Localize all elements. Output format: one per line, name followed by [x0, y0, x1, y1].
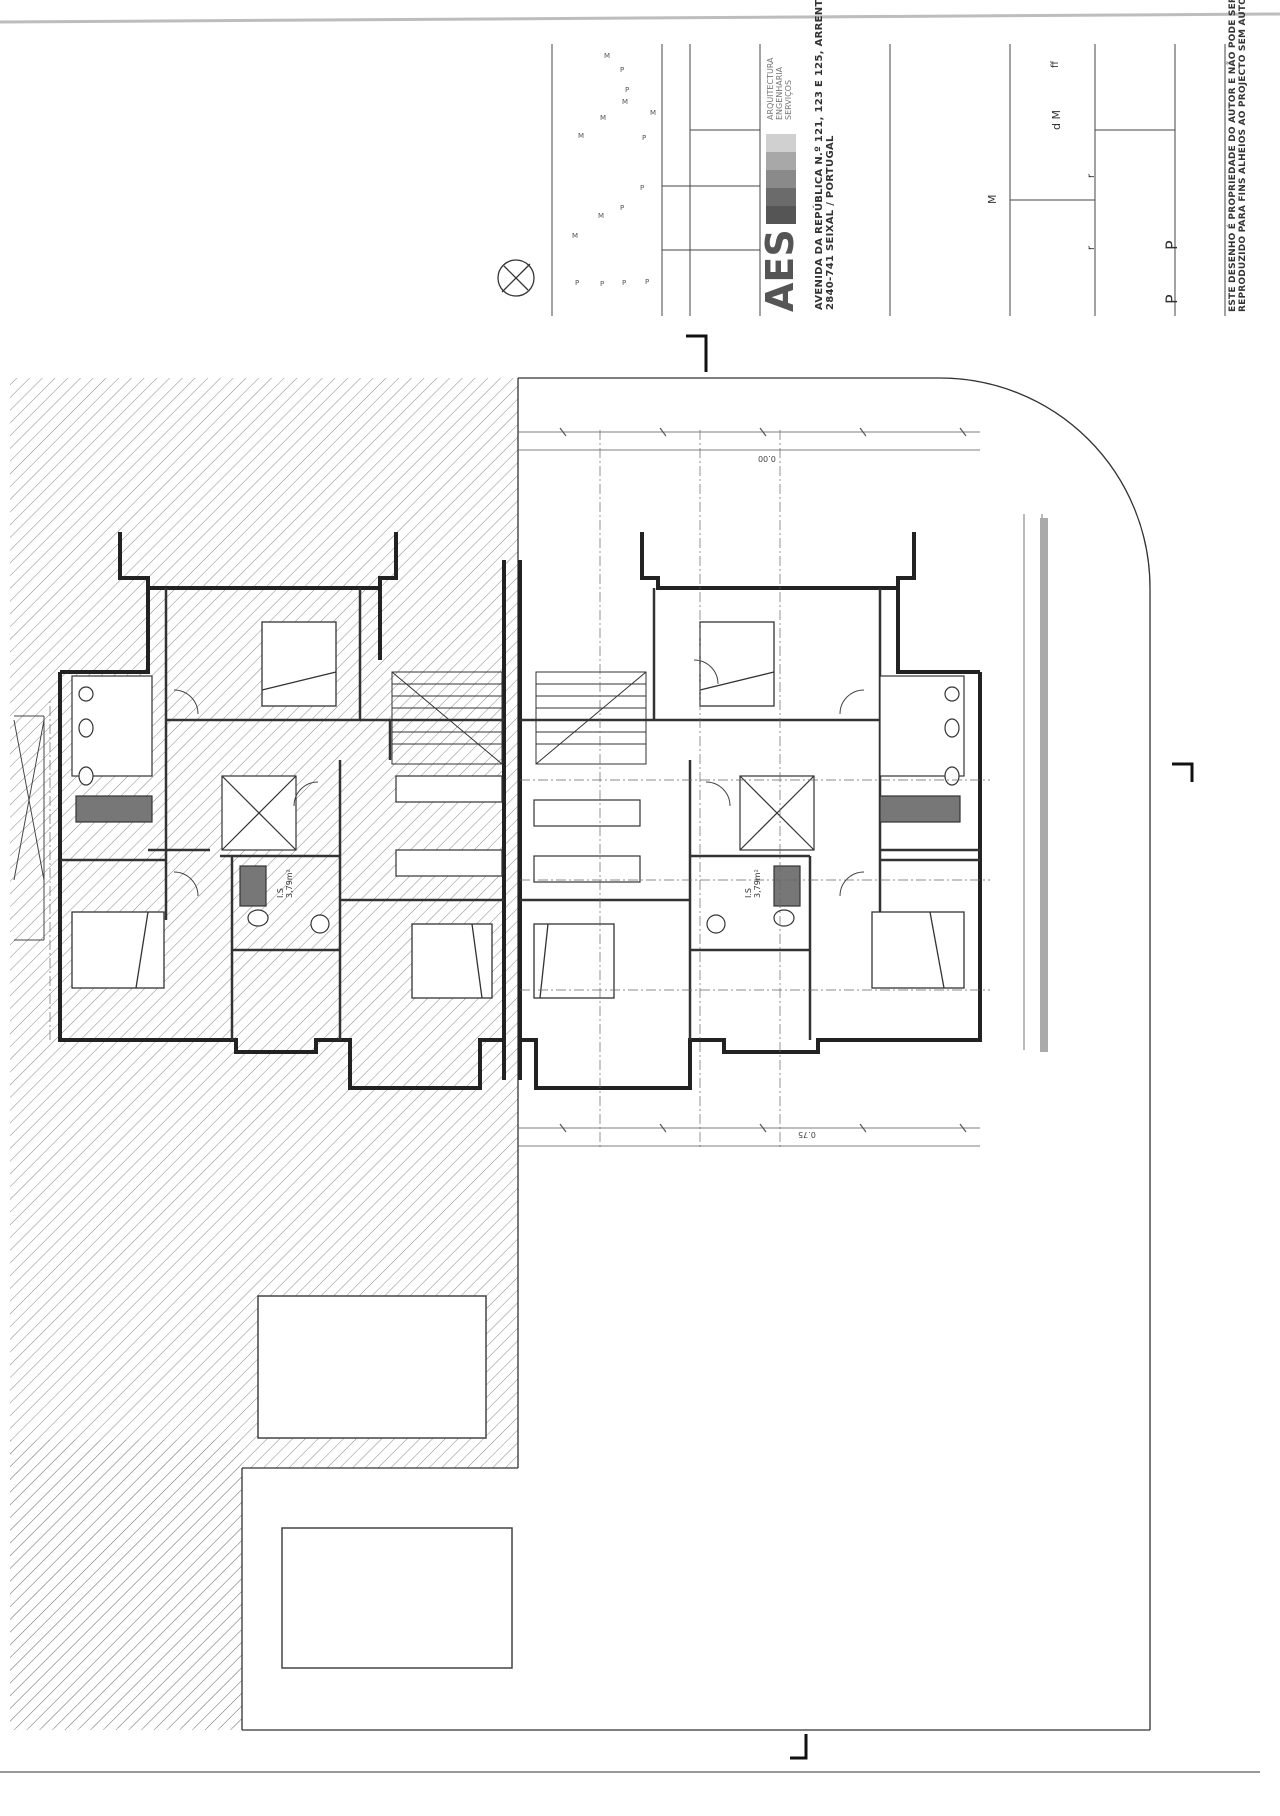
hatched-plot-lower: [10, 1440, 242, 1730]
left-edge-opening: [13, 715, 45, 941]
svg-text:P: P: [645, 278, 649, 286]
logo-subtitle-line: ARQUITECTURA: [766, 57, 775, 120]
svg-text:P: P: [600, 280, 604, 288]
field-mark: d M: [1050, 110, 1063, 130]
logo-swatches: [766, 134, 796, 224]
logo-subtitle-line: SERVIÇOS: [784, 79, 793, 120]
notice-line-1: ESTE DESENHO É PROPRIEDADE DO AUTOR E NÃ…: [1228, 0, 1238, 312]
door-swings: [173, 659, 865, 897]
svg-text:P: P: [575, 279, 579, 287]
planter-block: [257, 1295, 487, 1439]
stairs: [391, 671, 647, 765]
beds: [71, 621, 965, 999]
logo-subtitle: ARQUITECTURA ENGENHARIA SERVIÇOS: [766, 57, 793, 120]
room-label-text: I.S: [744, 888, 753, 898]
svg-text:P: P: [642, 134, 646, 142]
dimension-label-bottom: 0.75: [798, 1130, 816, 1139]
field-mark: M: [986, 194, 999, 205]
svg-text:M: M: [578, 132, 584, 140]
elevation-bar: [1040, 518, 1048, 1052]
company-address: AVENIDA DA REPÚBLICA N.º 121, 123 E 125,…: [814, 0, 836, 310]
svg-text:P: P: [625, 86, 629, 94]
svg-text:M: M: [622, 98, 628, 106]
room-label-area: 3,79m²: [753, 869, 762, 898]
svg-text:M: M: [598, 212, 604, 220]
copyright-notice: ESTE DESENHO É PROPRIEDADE DO AUTOR E NÃ…: [1228, 0, 1248, 312]
north-arrow-icon: [497, 259, 535, 297]
dimension-label-top: 0.00: [758, 454, 776, 463]
field-mark: P: [1162, 240, 1181, 250]
company-logo: AES: [758, 229, 802, 312]
svg-text:M: M: [572, 232, 578, 240]
svg-text:M: M: [604, 52, 610, 60]
section-markers: [686, 334, 1194, 1760]
svg-text:P: P: [622, 279, 626, 287]
svg-text:P: P: [620, 66, 624, 74]
building-walls: [58, 532, 982, 1090]
address-line-2: 2840-741 SEIXAL / PORTUGAL: [825, 135, 836, 310]
room-label-text: I.S: [276, 888, 285, 898]
bathroom-fixtures: [71, 675, 965, 934]
logo-subtitle-line: ENGENHARIA: [775, 66, 784, 120]
address-line-1: AVENIDA DA REPÚBLICA N.º 121, 123 E 125,…: [814, 0, 825, 310]
svg-text:P: P: [620, 204, 624, 212]
svg-text:M: M: [600, 114, 606, 122]
svg-text:M: M: [650, 109, 656, 117]
shafts: [221, 775, 815, 883]
room-label-area: 3,79m²: [285, 869, 294, 898]
sheet-top-edge: [0, 12, 1280, 24]
field-mark: r: [1086, 245, 1097, 250]
field-mark: ff: [1050, 61, 1061, 68]
room-label-bathroom-right: I.S 3,79m²: [744, 869, 762, 898]
pool-outline: [281, 1527, 513, 1669]
room-label-bathroom-left: I.S 3,79m²: [276, 869, 294, 898]
grid-axes: [49, 430, 990, 1150]
notice-line-2: REPRODUZIDO PARA FINS ALHEIOS AO PROJECT…: [1238, 0, 1248, 312]
svg-text:P: P: [640, 184, 644, 192]
field-mark: P: [1162, 294, 1181, 304]
title-block: [551, 44, 1226, 316]
field-mark: r: [1086, 173, 1097, 178]
